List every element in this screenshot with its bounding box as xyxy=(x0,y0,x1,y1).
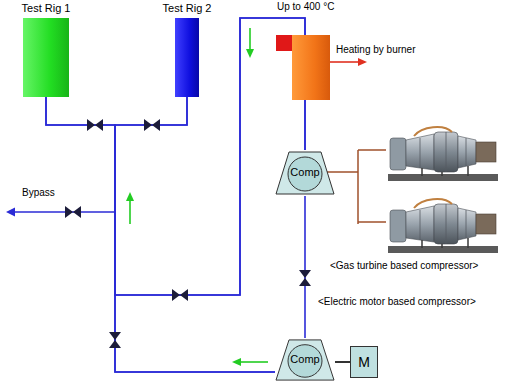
shaft-line xyxy=(327,150,386,224)
test-rig: Test Rig 2 xyxy=(161,2,214,97)
gas-turbine-image xyxy=(388,199,498,253)
valve-symbol xyxy=(109,332,121,348)
pipe-connector xyxy=(115,18,305,295)
annotation-label: Heating by burner xyxy=(336,44,416,56)
flow-arrowhead xyxy=(246,49,254,58)
rig-title: Test Rig 2 xyxy=(163,2,212,15)
compressor-symbol: Comp xyxy=(275,338,335,382)
compressor-circle xyxy=(288,345,322,378)
test-rig: Test Rig 1 xyxy=(20,2,73,97)
pipe-connector xyxy=(46,18,305,295)
label-slot: <Electric motor based compressor> xyxy=(318,296,476,308)
annotation-label: <Electric motor based compressor> xyxy=(318,296,476,308)
flow-arrowhead xyxy=(232,358,241,366)
valve-symbol xyxy=(172,289,188,301)
motor-label: M xyxy=(358,354,370,371)
burner-block xyxy=(276,35,293,51)
compressor-trapezoid xyxy=(276,340,334,380)
valve-symbol xyxy=(65,206,81,218)
heater-box xyxy=(292,35,330,100)
heat-arrowhead xyxy=(358,58,367,66)
valve-symbol xyxy=(87,119,103,131)
label-slot: Heating by burner xyxy=(336,44,416,56)
pipe-connector xyxy=(304,196,306,338)
bypass-pipe xyxy=(14,211,115,213)
rig-title: Test Rig 1 xyxy=(22,2,71,15)
rig-body xyxy=(175,18,199,97)
bypass-arrowhead xyxy=(6,208,15,217)
label-slot: Bypass xyxy=(22,187,55,199)
label-slot: <Gas turbine based compressor> xyxy=(330,260,478,272)
compressor-symbol: Comp xyxy=(275,150,335,196)
flow-arrow-line xyxy=(129,200,131,224)
compressor-label: Comp xyxy=(290,166,319,179)
compressor-circle xyxy=(288,157,322,191)
valve-symbol xyxy=(299,270,311,286)
heat-arrow-line xyxy=(330,61,359,63)
pipe-connector xyxy=(115,97,275,372)
shaft-connector xyxy=(335,361,350,363)
flow-arrow-line xyxy=(249,28,251,50)
pipe-connector xyxy=(46,97,275,372)
flow-arrow-line xyxy=(240,361,268,363)
rig-body xyxy=(23,18,69,97)
annotation-label: Up to 400 °C xyxy=(277,1,334,13)
flow-arrowhead xyxy=(126,192,134,201)
compressor-label: Comp xyxy=(290,353,319,366)
label-slot: Up to 400 °C xyxy=(277,1,334,13)
valve-symbol xyxy=(144,119,160,131)
annotation-label: <Gas turbine based compressor> xyxy=(330,260,478,272)
annotation-label: Bypass xyxy=(22,187,55,199)
gas-turbine-image xyxy=(388,127,498,181)
compressor-trapezoid xyxy=(276,152,334,194)
motor-box: M xyxy=(350,346,378,378)
